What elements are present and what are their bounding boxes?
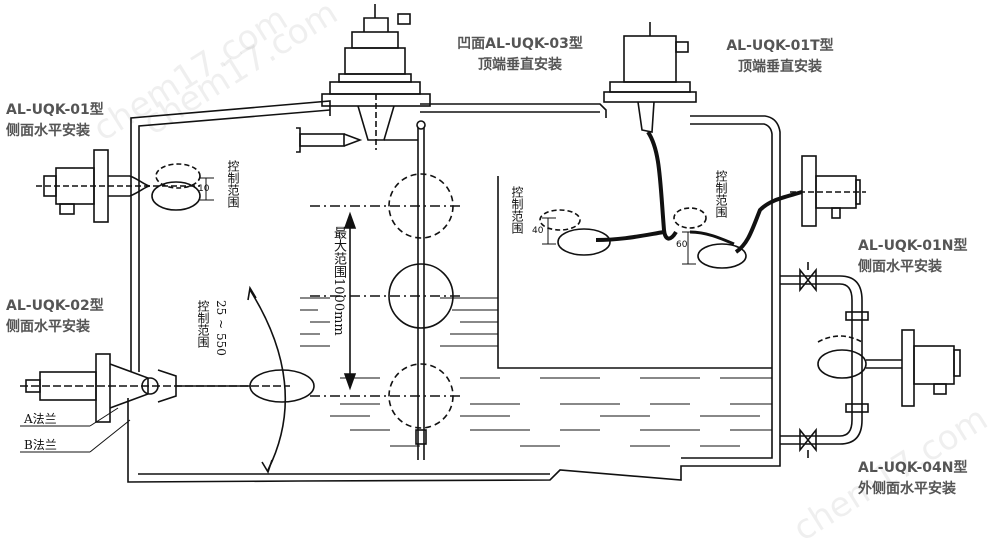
side-float-switch-02 xyxy=(20,285,315,474)
dimension-10: 10 xyxy=(198,184,210,194)
max-range-arrow xyxy=(343,211,357,391)
label-uqk01: AL-UQK-01型 侧面水平安装 xyxy=(6,100,104,142)
flange-b-label: B法兰 xyxy=(24,438,57,452)
external-chamber-04n xyxy=(780,262,961,458)
float-switch-installation-diagram: 凹面AL-UQK-03型 顶端垂直安装 AL-UQK-01T型 顶端垂直安装 A… xyxy=(6,0,995,550)
control-range-lower: 控制范围 xyxy=(196,300,210,348)
label-uqk04n-model: AL-UQK-04N型 xyxy=(858,460,968,476)
top-float-switch-01t xyxy=(539,22,707,256)
tank-drawing xyxy=(20,4,961,483)
label-uqk01n-mount: 侧面水平安装 xyxy=(858,259,942,275)
flange-a-label: A法兰 xyxy=(24,412,57,426)
label-uqk02-model: AL-UQK-02型 xyxy=(6,298,104,314)
control-range-left: 控制范围 xyxy=(226,160,240,208)
vertical-floats xyxy=(310,173,460,429)
label-uqk04n-mount: 外侧面水平安装 xyxy=(858,481,956,497)
label-uqk03-model: 凹面AL-UQK-03型 xyxy=(457,36,583,52)
label-uqk03: 凹面AL-UQK-03型 顶端垂直安装 xyxy=(430,34,610,76)
label-uqk02-mount: 侧面水平安装 xyxy=(6,319,90,335)
label-uqk03-mount: 顶端垂直安装 xyxy=(478,57,562,73)
tank-wall xyxy=(127,100,781,483)
control-range-right: 控制范围 xyxy=(714,170,728,218)
flange-leaders xyxy=(20,407,131,453)
top-float-switch-03 xyxy=(296,4,431,460)
side-float-switch-01n xyxy=(689,155,866,269)
label-uqk01t: AL-UQK-01T型 顶端垂直安装 xyxy=(700,36,860,78)
side-float-switch-01 xyxy=(36,149,201,223)
label-uqk01n: AL-UQK-01N型 侧面水平安装 xyxy=(858,236,967,278)
label-uqk01t-model: AL-UQK-01T型 xyxy=(726,38,834,54)
label-uqk01n-model: AL-UQK-01N型 xyxy=(858,238,968,254)
label-uqk01-mount: 侧面水平安装 xyxy=(6,123,90,139)
control-range-center: 控制范围 xyxy=(510,186,524,234)
dimension-60: 60 xyxy=(676,240,688,250)
label-uqk02: AL-UQK-02型 侧面水平安装 xyxy=(6,296,104,338)
max-range-label: 最大范围1000mm xyxy=(331,226,346,336)
angle-range-value: 25 ~ 550 xyxy=(214,300,228,356)
label-uqk04n: AL-UQK-04N型 外侧面水平安装 xyxy=(858,458,967,500)
dimension-ticks xyxy=(200,177,696,265)
label-uqk01t-mount: 顶端垂直安装 xyxy=(738,59,822,75)
liquid-hatching xyxy=(300,297,772,447)
label-uqk01-model: AL-UQK-01型 xyxy=(6,102,104,118)
dimension-40: 40 xyxy=(532,226,544,236)
